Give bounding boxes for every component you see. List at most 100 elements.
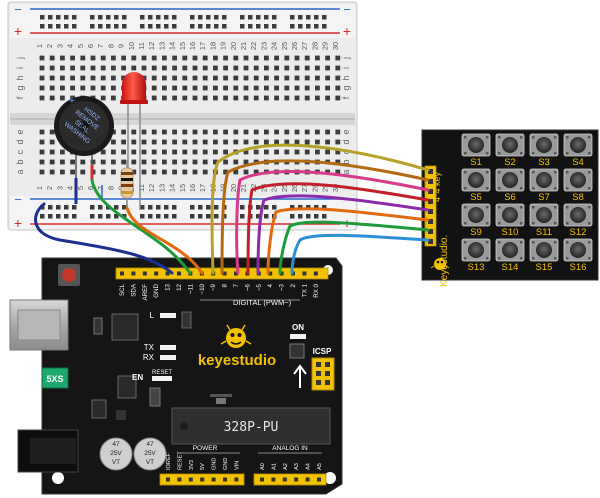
- key-s5[interactable]: S5: [461, 168, 491, 203]
- column-number: 12: [147, 42, 156, 50]
- rail-hole: [206, 214, 211, 219]
- terminal-hole: [141, 139, 147, 145]
- row-letter: j: [15, 57, 25, 60]
- key-s10[interactable]: S10: [495, 203, 525, 238]
- icsp-pin: [325, 362, 330, 367]
- column-number: 5: [76, 186, 85, 190]
- rail-minus-top-left: −: [14, 2, 22, 17]
- column-number: 20: [229, 42, 238, 50]
- terminal-hole: [213, 75, 218, 81]
- column-number: 27: [300, 42, 309, 50]
- terminal-hole: [223, 159, 228, 165]
- rail-hole: [306, 15, 311, 20]
- column-number: 18: [208, 42, 217, 50]
- terminal-hole: [182, 65, 188, 71]
- key-s8[interactable]: S8: [563, 168, 593, 203]
- terminal-hole: [233, 129, 239, 135]
- key-s11[interactable]: S11: [529, 203, 559, 238]
- terminal-hole: [213, 129, 218, 135]
- terminal-hole: [80, 159, 86, 165]
- keypad-bug-logo: [430, 258, 450, 270]
- column-number: 11: [137, 42, 146, 50]
- terminal-hole: [100, 149, 106, 155]
- key-s3[interactable]: S3: [529, 133, 559, 168]
- terminal-hole: [253, 65, 259, 71]
- terminal-hole: [223, 65, 228, 71]
- terminal-hole: [182, 95, 188, 101]
- rail-hole: [106, 15, 111, 20]
- rail-hole: [64, 205, 69, 210]
- terminal-hole: [182, 75, 188, 81]
- column-number: 30: [331, 42, 340, 50]
- header-pin: [271, 477, 276, 482]
- keypad-header-pin: [428, 189, 433, 194]
- terminal-hole: [304, 75, 310, 81]
- key-label: S14: [502, 262, 519, 273]
- header-pin: [177, 271, 181, 276]
- terminal-hole: [80, 65, 86, 71]
- key-s14[interactable]: S14: [495, 238, 525, 273]
- header-pin: [260, 477, 264, 482]
- rail-hole: [122, 205, 127, 210]
- terminal-hole: [39, 55, 45, 61]
- terminal-hole: [49, 85, 55, 91]
- key-s13[interactable]: S13: [461, 238, 491, 273]
- terminal-hole: [162, 139, 167, 145]
- terminal-hole: [60, 149, 65, 155]
- key-s12[interactable]: S12: [563, 203, 593, 238]
- terminal-hole: [233, 169, 239, 175]
- cap2-label-1: 47: [146, 441, 154, 448]
- rail-hole: [306, 24, 311, 29]
- key-s9[interactable]: S9: [461, 203, 491, 238]
- top-rail-holes: [40, 15, 327, 29]
- terminal-hole: [151, 169, 157, 175]
- rail-hole: [198, 205, 203, 210]
- terminal-hole: [90, 75, 96, 81]
- terminal-hole: [325, 149, 330, 155]
- terminal-hole: [223, 85, 228, 91]
- terminal-hole: [243, 139, 249, 145]
- terminal-hole: [284, 55, 290, 61]
- rail-hole: [56, 205, 61, 210]
- key-s7[interactable]: S7: [529, 168, 559, 203]
- column-number: 23: [259, 42, 268, 50]
- terminal-hole: [131, 129, 137, 135]
- key-s4[interactable]: S4: [563, 133, 593, 168]
- terminal-hole: [151, 159, 157, 165]
- column-number: 12: [147, 184, 156, 192]
- terminal-hole: [213, 159, 218, 165]
- key-s1[interactable]: S1: [461, 133, 491, 168]
- capacitor-1: 47 25V VT: [99, 437, 133, 471]
- key-label: S6: [504, 192, 516, 203]
- terminal-hole: [111, 149, 116, 155]
- terminal-hole: [100, 95, 106, 101]
- terminal-hole: [70, 95, 75, 101]
- terminal-hole: [264, 75, 269, 81]
- rail-hole: [48, 24, 53, 29]
- terminal-hole: [243, 65, 249, 71]
- column-number: 14: [168, 184, 177, 192]
- terminal-hole: [49, 129, 55, 135]
- header-pin: [279, 271, 284, 276]
- key-s15[interactable]: S15: [529, 238, 559, 273]
- key-s2[interactable]: S2: [495, 133, 525, 168]
- terminal-hole: [192, 95, 198, 101]
- keypad-header-pin: [428, 199, 433, 204]
- column-number: 21: [239, 42, 248, 50]
- terminal-hole: [294, 129, 300, 135]
- wire-keypad-5: [256, 194, 430, 275]
- terminal-hole: [172, 55, 177, 61]
- terminal-hole: [253, 95, 259, 101]
- reset-button[interactable]: [62, 268, 76, 282]
- rail-hole: [140, 214, 145, 219]
- terminal-hole: [70, 85, 75, 91]
- buzzer: + HSDZ REMOVE SEAL WASHING: [54, 95, 114, 178]
- pin-label: A3: [294, 463, 300, 470]
- column-number: 24: [270, 184, 279, 192]
- terminal-hole: [243, 129, 249, 135]
- key-s16[interactable]: S16: [563, 238, 593, 273]
- terminal-hole: [274, 65, 279, 71]
- row-letter: g: [15, 85, 25, 90]
- key-s6[interactable]: S6: [495, 168, 525, 203]
